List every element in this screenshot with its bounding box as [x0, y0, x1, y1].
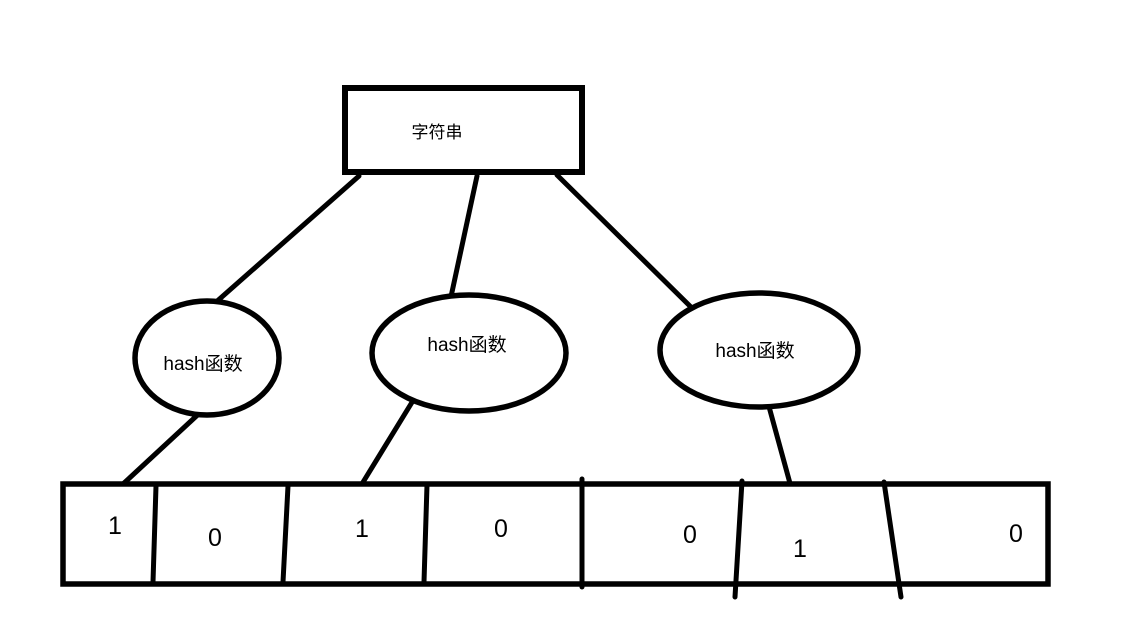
- divider-5: [732, 478, 745, 600]
- bit-cell-5: 0: [683, 521, 697, 549]
- line-hash2-to-cell3: [354, 396, 417, 495]
- string-box-node: 字符串: [342, 85, 585, 175]
- divider-1: [150, 483, 159, 585]
- connectors-bottom: [120, 396, 794, 495]
- line-string-to-hash3: [554, 172, 700, 316]
- divider-2: [280, 483, 291, 585]
- bit-cell-4: 0: [494, 515, 508, 543]
- bit-array: 1 0 1 0 0 1 0: [60, 476, 1051, 600]
- connectors-top: [212, 172, 700, 316]
- hash-node-2: hash函数: [369, 292, 569, 414]
- hash1-ellipse: [132, 298, 282, 418]
- string-box: [342, 85, 585, 175]
- line-hash1-to-cell1: [120, 406, 207, 487]
- hash3-ellipse: [657, 290, 861, 410]
- hash-node-1: hash函数: [132, 298, 282, 418]
- hash1-label: hash函数: [163, 353, 242, 375]
- divider-3: [421, 482, 430, 585]
- string-box-label: 字符串: [412, 123, 463, 142]
- divider-6: [881, 479, 904, 600]
- bit-cell-1: 1: [108, 512, 122, 540]
- hash-node-3: hash函数: [657, 290, 861, 410]
- hash3-label: hash函数: [715, 340, 794, 362]
- line-string-to-hash2: [446, 173, 480, 309]
- line-hash3-to-cell6: [765, 400, 794, 490]
- line-string-to-hash1: [212, 173, 362, 306]
- bit-cell-7: 0: [1009, 520, 1023, 548]
- bit-array-frame: [60, 481, 1051, 587]
- bit-cell-2: 0: [208, 524, 222, 552]
- hash2-label: hash函数: [427, 334, 506, 356]
- bit-cell-6: 1: [793, 535, 807, 563]
- bit-cell-3: 1: [355, 515, 369, 543]
- hash2-ellipse: [369, 292, 569, 414]
